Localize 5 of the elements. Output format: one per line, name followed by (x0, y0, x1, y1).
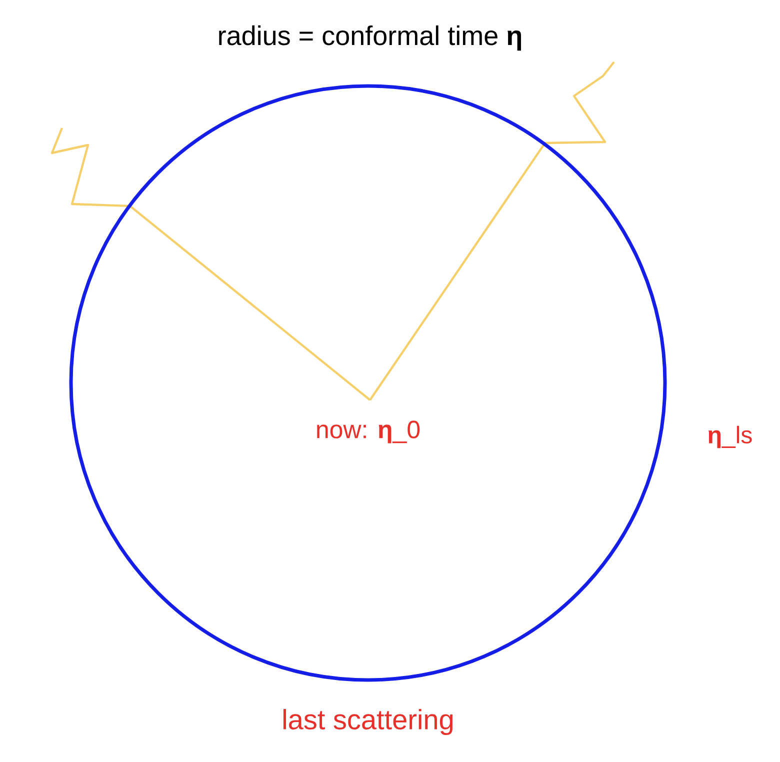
center-label: now: η_0 (317, 420, 420, 444)
circle-outline (69, 84, 667, 682)
circle-label: η_ls (708, 426, 752, 448)
title: radius = conformal time η (219, 25, 521, 51)
circle-label: last scattering (284, 708, 453, 736)
